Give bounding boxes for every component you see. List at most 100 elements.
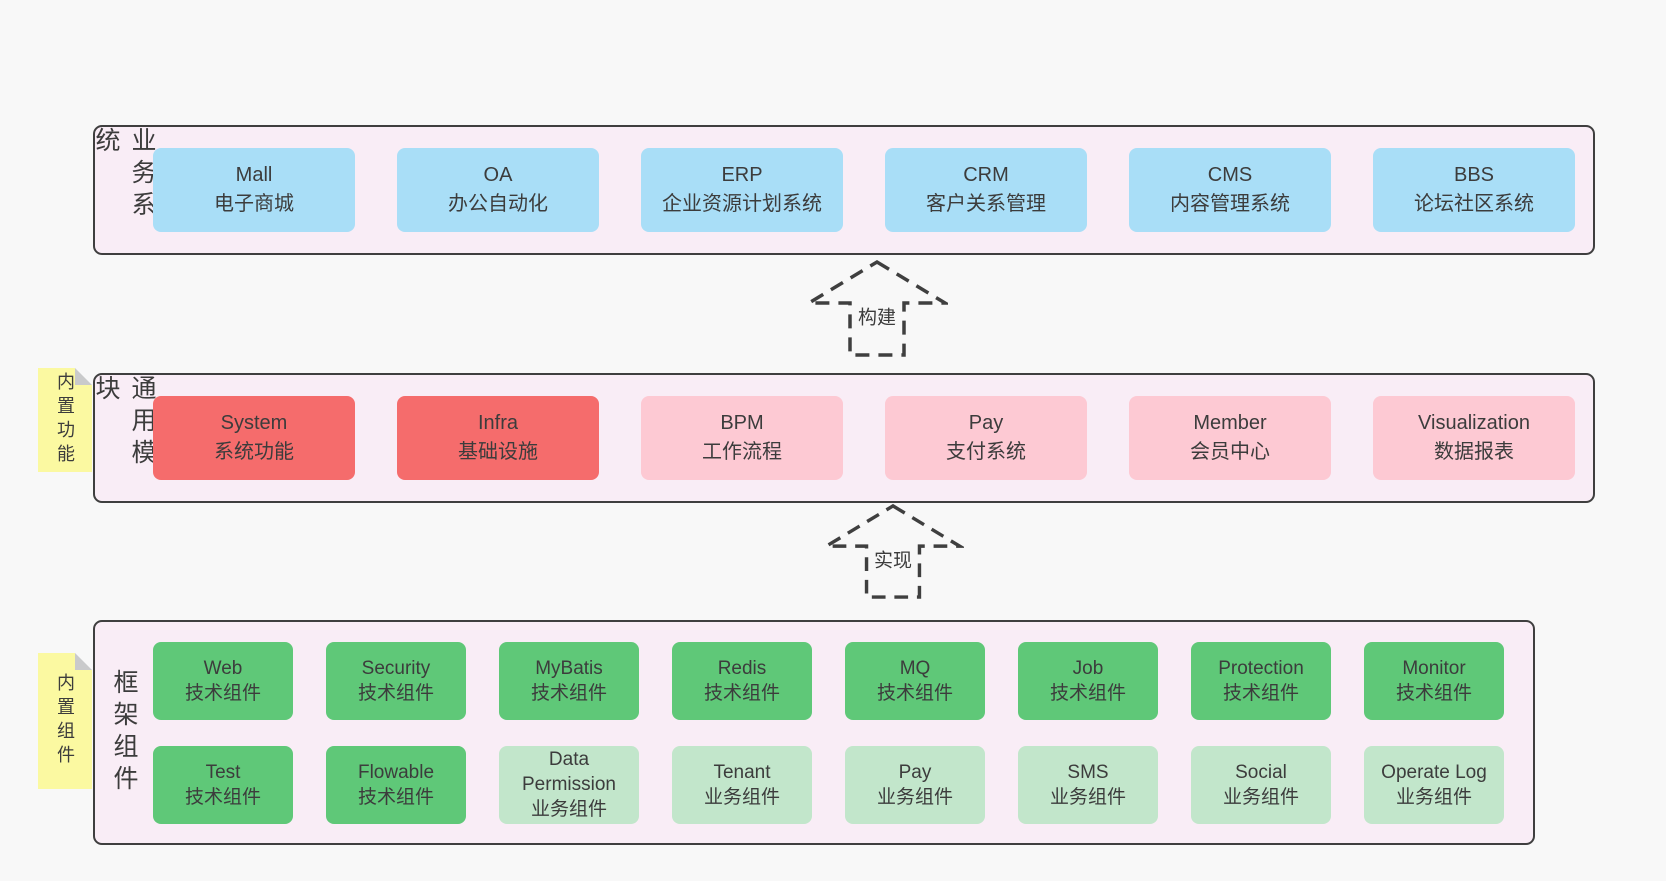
band-common-modules: 通用模块 System 系统功能 Infra 基础设施 BPM 工作流程 Pay… (92, 373, 1595, 503)
node-name: Monitor (1402, 657, 1466, 679)
sticky-label: 内置组件 (55, 673, 75, 769)
node-desc: 技术组件 (1395, 682, 1472, 704)
node-desc: 技术组件 (184, 786, 261, 808)
arrow-up-implement: 实现 (822, 503, 964, 601)
node-desc: 办公自动化 (448, 193, 548, 215)
node-protection: Protection 技术组件 (1191, 641, 1331, 720)
component-boxes-grid: Web 技术组件 Security 技术组件 MyBatis 技术组件 Redi… (153, 622, 1540, 843)
node-bbs: BBS 论坛社区系统 (1373, 148, 1575, 232)
sticky-label: 内置功能 (55, 372, 75, 468)
node-desc: 基础设施 (458, 441, 538, 463)
node-name: MyBatis (535, 657, 603, 679)
node-name: Web (203, 657, 243, 679)
node-sms: SMS 业务组件 (1018, 745, 1158, 824)
business-boxes-row: Mall 电子商城 OA 办公自动化 ERP 企业资源计划系统 CRM 客户关系… (153, 127, 1593, 253)
node-name: Protection (1218, 657, 1304, 679)
node-bpm: BPM 工作流程 (641, 396, 843, 480)
node-data-permission: Data Permission 业务组件 (499, 745, 639, 824)
node-name: SMS (1067, 761, 1109, 783)
node-name: BBS (1453, 164, 1495, 186)
sticky-note-builtin-components: 内置组件 (38, 653, 92, 789)
node-desc: 业务组件 (530, 799, 607, 820)
node-name: MQ (899, 657, 931, 679)
node-web: Web 技术组件 (153, 641, 293, 720)
node-name: Mall (235, 164, 273, 186)
module-boxes-row: System 系统功能 Infra 基础设施 BPM 工作流程 Pay 支付系统… (153, 375, 1593, 501)
node-name: Pay (968, 412, 1004, 434)
arrow-implement-label: 实现 (868, 544, 918, 574)
band-label-business-systems: 业务系统 (92, 127, 156, 223)
node-monitor: Monitor 技术组件 (1364, 641, 1504, 720)
node-name: CMS (1207, 164, 1253, 186)
node-desc: 内容管理系统 (1170, 193, 1290, 215)
node-name: ERP (721, 164, 763, 186)
node-job: Job 技术组件 (1018, 641, 1158, 720)
node-desc: 支付系统 (946, 441, 1026, 463)
node-name: Redis (717, 657, 767, 679)
node-cms: CMS 内容管理系统 (1129, 148, 1331, 232)
node-desc: 业务组件 (1222, 786, 1299, 808)
node-oa: OA 办公自动化 (397, 148, 599, 232)
node-system: System 系统功能 (153, 396, 355, 480)
band-business-systems: 业务系统 Mall 电子商城 OA 办公自动化 ERP 企业资源计划系统 CRM… (92, 125, 1595, 255)
node-name: Security (361, 657, 431, 679)
node-name: Job (1072, 657, 1104, 679)
node-social: Social 业务组件 (1191, 745, 1331, 824)
node-desc: 客户关系管理 (926, 193, 1046, 215)
node-desc: 技术组件 (184, 682, 261, 704)
node-desc: 电子商城 (214, 193, 294, 215)
node-mybatis: MyBatis 技术组件 (499, 641, 639, 720)
node-desc: 工作流程 (702, 441, 782, 463)
band-label-common-modules: 通用模块 (92, 375, 156, 471)
node-name: OA (483, 164, 513, 186)
node-tenant: Tenant 业务组件 (672, 745, 812, 824)
node-operate-log: Operate Log 业务组件 (1364, 745, 1504, 824)
arrow-build-label: 构建 (852, 301, 902, 331)
node-desc: 业务组件 (703, 786, 780, 808)
sticky-note-builtin-features: 内置功能 (38, 368, 92, 472)
node-desc: 技术组件 (1049, 682, 1126, 704)
node-name: Infra (477, 412, 519, 434)
node-desc: 业务组件 (1049, 786, 1126, 808)
node-name: Tenant (713, 761, 771, 783)
dashed-up-arrow-icon (806, 259, 948, 357)
node-crm: CRM 客户关系管理 (885, 148, 1087, 232)
band-framework-components: 框架组件 Web 技术组件 Security 技术组件 MyBatis 技术组件… (93, 620, 1535, 845)
node-erp: ERP 企业资源计划系统 (641, 148, 843, 232)
node-redis: Redis 技术组件 (672, 641, 812, 720)
node-name: CRM (963, 164, 1009, 186)
node-name: BPM (720, 412, 764, 434)
node-infra: Infra 基础设施 (397, 396, 599, 480)
node-desc: 数据报表 (1434, 441, 1514, 463)
node-desc: 技术组件 (530, 682, 607, 704)
arrow-up-build: 构建 (806, 259, 948, 359)
node-mall: Mall 电子商城 (153, 148, 355, 232)
node-name: Operate Log (1381, 761, 1487, 783)
node-desc: 技术组件 (357, 786, 434, 808)
node-mq: MQ 技术组件 (845, 641, 985, 720)
node-name: Test (205, 761, 241, 783)
node-visualization: Visualization 数据报表 (1373, 396, 1575, 480)
node-name: Data Permission (522, 749, 616, 795)
node-desc: 论坛社区系统 (1414, 193, 1534, 215)
node-name: Visualization (1418, 412, 1530, 434)
node-member: Member 会员中心 (1129, 396, 1331, 480)
dashed-up-arrow-icon (822, 503, 964, 599)
node-desc: 系统功能 (214, 441, 294, 463)
node-name: System (220, 412, 288, 434)
node-name: Flowable (357, 761, 435, 783)
node-desc: 技术组件 (1222, 682, 1299, 704)
node-test: Test 技术组件 (153, 745, 293, 824)
node-pay-business: Pay 业务组件 (845, 745, 985, 824)
node-pay: Pay 支付系统 (885, 396, 1087, 480)
node-desc: 企业资源计划系统 (662, 193, 822, 215)
node-desc: 业务组件 (876, 786, 953, 808)
node-name: Member (1193, 412, 1267, 434)
node-name: Pay (898, 761, 932, 783)
node-desc: 会员中心 (1190, 441, 1270, 463)
node-name: Social (1235, 761, 1287, 783)
node-desc: 技术组件 (703, 682, 780, 704)
node-security: Security 技术组件 (326, 641, 466, 720)
node-desc: 业务组件 (1395, 786, 1472, 808)
